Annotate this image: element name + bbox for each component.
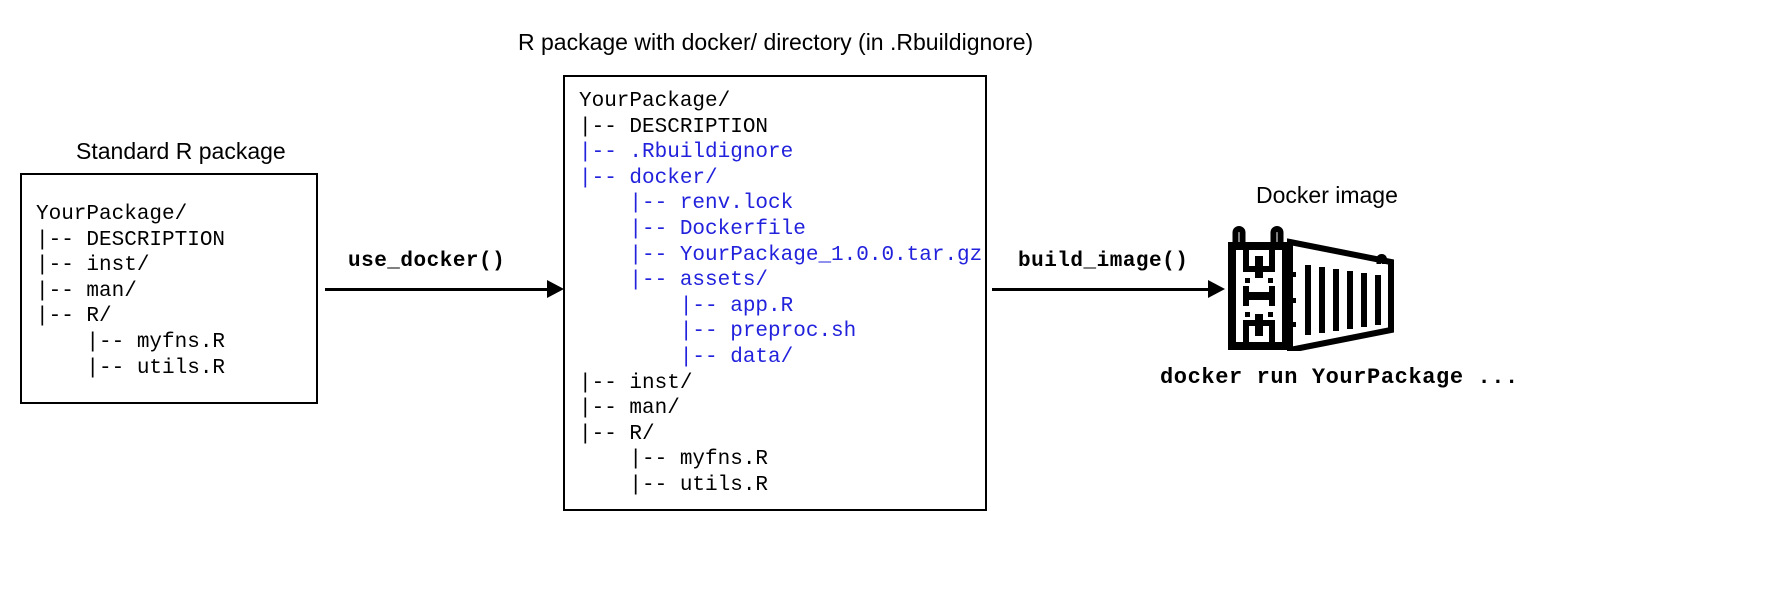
arrow-right-icon-2: [992, 288, 1210, 291]
tree-line: |-- data/: [579, 345, 794, 369]
docker-run-command: docker run YourPackage ...: [1160, 365, 1519, 390]
tree-line: |-- YourPackage_1.0.0.tar.gz: [579, 243, 983, 267]
tree-line: YourPackage/: [36, 203, 188, 226]
standard-package-box: YourPackage/|-- DESCRIPTION|-- inst/|-- …: [20, 173, 318, 404]
tree-line: |-- inst/: [36, 254, 150, 278]
tree-line: |-- man/: [36, 279, 137, 303]
arrow-head-icon-1: [547, 280, 564, 298]
tree-line: |-- myfns.R: [579, 448, 769, 472]
tree-line: |-- inst/: [579, 371, 693, 395]
docker-package-box: YourPackage/|-- DESCRIPTION|-- .Rbuildig…: [563, 75, 987, 511]
standard-package-tree: YourPackage/|-- DESCRIPTION|-- inst/|-- …: [36, 202, 225, 381]
tree-line: |-- R/: [579, 422, 655, 446]
tree-line: YourPackage/: [579, 90, 731, 113]
tree-line: |-- R/: [36, 305, 112, 329]
use-docker-arrow-label: use_docker(): [348, 250, 506, 273]
tree-line: |-- app.R: [579, 294, 794, 318]
standard-package-label: Standard R package: [76, 138, 286, 164]
tree-line: |-- utils.R: [579, 473, 769, 497]
tree-line: |-- utils.R: [36, 356, 226, 380]
tree-line: |-- DESCRIPTION: [579, 115, 769, 139]
tree-line: |-- renv.lock: [579, 192, 794, 216]
build-image-arrow-label: build_image(): [1018, 250, 1189, 273]
tree-line: |-- myfns.R: [36, 330, 226, 354]
docker-package-title: R package with docker/ directory (in .Rb…: [518, 29, 1034, 55]
docker-container-svg: [1228, 226, 1394, 354]
arrow-head-icon-2: [1208, 280, 1225, 298]
arrow-right-icon-1: [325, 288, 549, 291]
tree-line: |-- assets/: [579, 269, 769, 293]
docker-package-tree: YourPackage/|-- DESCRIPTION|-- .Rbuildig…: [579, 89, 982, 499]
tree-line: |-- man/: [579, 397, 680, 421]
docker-container-icon: [1225, 226, 1428, 354]
docker-image-label: Docker image: [1256, 182, 1398, 208]
tree-line: |-- .Rbuildignore: [579, 141, 794, 165]
tree-line: |-- docker/: [579, 166, 718, 190]
tree-line: |-- Dockerfile: [579, 217, 806, 241]
tree-line: |-- preproc.sh: [579, 320, 857, 344]
tree-line: |-- DESCRIPTION: [36, 228, 226, 252]
